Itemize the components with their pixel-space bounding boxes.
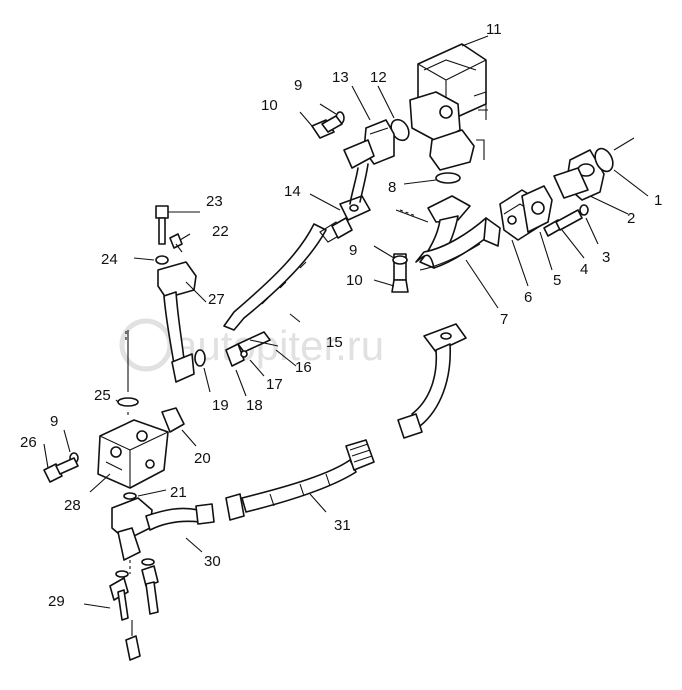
part-27-pipe[interactable] xyxy=(157,261,197,383)
callout-12: 12 xyxy=(370,69,387,86)
callout-1: 1 xyxy=(654,192,662,209)
callout-9-top: 9 xyxy=(294,77,302,94)
callout-labels: 1 2 3 4 5 6 7 8 9 9 9 10 10 11 12 13 14 … xyxy=(20,21,662,610)
pipe-right-middle[interactable] xyxy=(397,323,467,439)
part-24-washer[interactable] xyxy=(155,255,169,265)
callout-9-mid: 9 xyxy=(349,242,357,259)
callout-26: 26 xyxy=(20,434,37,451)
callout-10-mid: 10 xyxy=(346,272,363,289)
callout-31: 31 xyxy=(334,517,351,534)
callout-27: 27 xyxy=(208,291,225,308)
callout-14: 14 xyxy=(284,183,301,200)
part-11-turbo-housing[interactable] xyxy=(409,43,488,171)
part-22-washer[interactable] xyxy=(169,233,183,249)
part-16-bracket[interactable] xyxy=(237,331,279,353)
part-17-18-clip[interactable] xyxy=(225,343,248,367)
part-8-gasket[interactable] xyxy=(435,172,461,184)
part-14-pipe-upper xyxy=(349,163,369,205)
part-1-gasket[interactable] xyxy=(592,146,617,175)
part-2-flange-fitting[interactable] xyxy=(553,149,605,201)
callout-15: 15 xyxy=(326,334,343,351)
part-31-hose[interactable] xyxy=(225,439,375,521)
callout-8: 8 xyxy=(388,179,396,196)
part-13-elbow-fitting[interactable] xyxy=(343,119,395,169)
part-15-pipe[interactable] xyxy=(223,221,343,331)
callout-21: 21 xyxy=(170,484,187,501)
callout-10-top: 10 xyxy=(261,97,278,114)
part-9-10-bolt-mid[interactable] xyxy=(391,253,409,293)
part-4-bolt[interactable] xyxy=(543,209,583,237)
part-20-gasket[interactable] xyxy=(161,407,185,433)
part-7-elbow-pipe[interactable] xyxy=(415,195,501,271)
part-5-housing[interactable] xyxy=(521,185,553,233)
callout-11: 11 xyxy=(486,21,502,38)
callout-2: 2 xyxy=(627,210,635,227)
callout-5: 5 xyxy=(553,272,561,289)
callout-7: 7 xyxy=(500,311,508,328)
callout-4: 4 xyxy=(580,261,588,278)
watermark-text: autopiter.ru xyxy=(174,322,384,369)
part-29-bolts[interactable] xyxy=(109,558,159,661)
callout-30: 30 xyxy=(204,553,221,570)
part-21-o-ring[interactable] xyxy=(123,492,137,500)
callout-9-left: 9 xyxy=(50,413,58,430)
callout-25: 25 xyxy=(94,387,111,404)
watermark: autopiter.ru xyxy=(119,318,384,372)
part-10-bolt-top[interactable] xyxy=(311,115,343,139)
callout-23: 23 xyxy=(206,193,223,210)
part-14-nut[interactable] xyxy=(331,217,353,239)
part-25-o-ring[interactable] xyxy=(117,397,139,407)
part-14-flange[interactable] xyxy=(339,195,371,221)
callout-6: 6 xyxy=(524,289,532,306)
callout-19: 19 xyxy=(212,397,229,414)
part-3-washer[interactable] xyxy=(579,204,589,216)
callout-17: 17 xyxy=(266,376,283,393)
callout-24: 24 xyxy=(101,251,118,268)
part-26-bolt[interactable] xyxy=(43,457,79,483)
part-30-manifold[interactable] xyxy=(111,497,215,561)
callout-3: 3 xyxy=(602,249,610,266)
callout-16: 16 xyxy=(295,359,312,376)
callout-28: 28 xyxy=(64,497,81,514)
callout-18: 18 xyxy=(246,397,263,414)
callout-13: 13 xyxy=(332,69,349,86)
part-23-bolt[interactable] xyxy=(155,205,169,245)
part-28-pump-body[interactable] xyxy=(97,419,169,489)
callout-29: 29 xyxy=(48,593,65,610)
part-19-o-ring[interactable] xyxy=(194,349,206,367)
callout-22: 22 xyxy=(212,223,229,240)
leader-lines xyxy=(43,35,649,609)
callout-20: 20 xyxy=(194,450,211,467)
